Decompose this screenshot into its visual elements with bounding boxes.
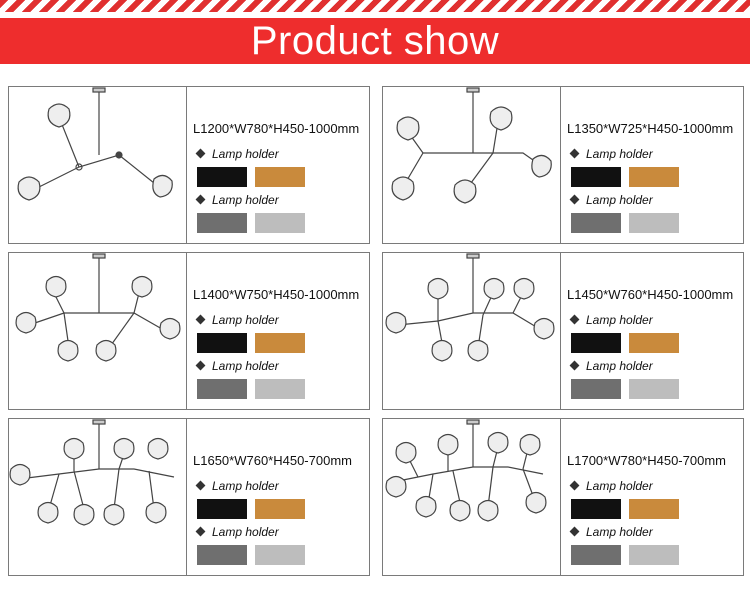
swatch-silver [255, 379, 305, 399]
product-dimensions: L1200*W780*H450-1000mm [193, 121, 360, 136]
lamp-holder-label: Lamp holder [569, 525, 653, 539]
lamp-holder-label: Lamp holder [195, 193, 279, 207]
diamond-icon [195, 360, 206, 371]
swatch-gold [629, 167, 679, 187]
diamond-icon [569, 526, 580, 537]
swatch-silver [255, 213, 305, 233]
product-card: L1350*W725*H450-1000mm Lamp holder Lamp … [382, 86, 744, 244]
diamond-icon [195, 148, 206, 159]
product-dimensions: L1450*W760*H450-1000mm [567, 287, 734, 302]
diamond-icon [195, 314, 206, 325]
diamond-icon [569, 360, 580, 371]
header-banner [0, 18, 750, 64]
diamond-icon [569, 148, 580, 159]
product-dimensions: L1350*W725*H450-1000mm [567, 121, 734, 136]
swatch-black [197, 167, 247, 187]
diamond-icon [569, 480, 580, 491]
swatch-silver [629, 213, 679, 233]
swatch-black [571, 167, 621, 187]
chandelier-illustration [9, 419, 175, 526]
swatch-gold [255, 333, 305, 353]
chandelier-illustration [385, 253, 555, 362]
page-title: Product show [250, 19, 500, 63]
swatch-black [571, 499, 621, 519]
swatch-gold [255, 499, 305, 519]
product-image [383, 419, 561, 575]
lamp-holder-label: Lamp holder [569, 313, 653, 327]
lamp-holder-label: Lamp holder [569, 147, 653, 161]
product-card: L1450*W760*H450-1000mm Lamp holder Lamp … [382, 252, 744, 410]
product-image [383, 87, 561, 243]
product-image [9, 87, 187, 243]
diamond-icon [195, 194, 206, 205]
diamond-icon [569, 314, 580, 325]
product-card: L1700*W780*H450-700mm Lamp holder Lamp h… [382, 418, 744, 576]
swatch-gray [571, 545, 621, 565]
chandelier-illustration [17, 87, 173, 201]
product-dimensions: L1700*W780*H450-700mm [567, 453, 726, 468]
chandelier-illustration [385, 419, 547, 522]
swatch-gray [197, 545, 247, 565]
swatch-silver [629, 545, 679, 565]
lamp-holder-label: Lamp holder [569, 193, 653, 207]
lamp-holder-label: Lamp holder [569, 479, 653, 493]
lamp-holder-label: Lamp holder [195, 359, 279, 373]
swatch-gray [197, 379, 247, 399]
diamond-icon [195, 480, 206, 491]
diamond-icon [195, 526, 206, 537]
swatch-silver [629, 379, 679, 399]
product-image [383, 253, 561, 409]
product-image [9, 253, 187, 409]
swatch-gold [629, 499, 679, 519]
lamp-holder-label: Lamp holder [195, 479, 279, 493]
swatch-gray [571, 379, 621, 399]
product-dimensions: L1650*W760*H450-700mm [193, 453, 352, 468]
lamp-holder-label: Lamp holder [195, 525, 279, 539]
lamp-holder-label: Lamp holder [195, 313, 279, 327]
lamp-holder-label: Lamp holder [569, 359, 653, 373]
chandelier-illustration [15, 253, 181, 362]
product-card: L1400*W750*H450-1000mm Lamp holder Lamp … [8, 252, 370, 410]
product-dimensions: L1400*W750*H450-1000mm [193, 287, 360, 302]
decorative-stripes [0, 0, 750, 12]
diamond-icon [569, 194, 580, 205]
lamp-holder-label: Lamp holder [195, 147, 279, 161]
product-card: L1200*W780*H450-1000mm Lamp holder Lamp … [8, 86, 370, 244]
swatch-black [197, 499, 247, 519]
swatch-black [197, 333, 247, 353]
swatch-gold [629, 333, 679, 353]
product-image [9, 419, 187, 575]
swatch-gold [255, 167, 305, 187]
swatch-gray [571, 213, 621, 233]
chandelier-illustration [391, 87, 552, 204]
swatch-black [571, 333, 621, 353]
product-card: L1650*W760*H450-700mm Lamp holder Lamp h… [8, 418, 370, 576]
swatch-silver [255, 545, 305, 565]
swatch-gray [197, 213, 247, 233]
